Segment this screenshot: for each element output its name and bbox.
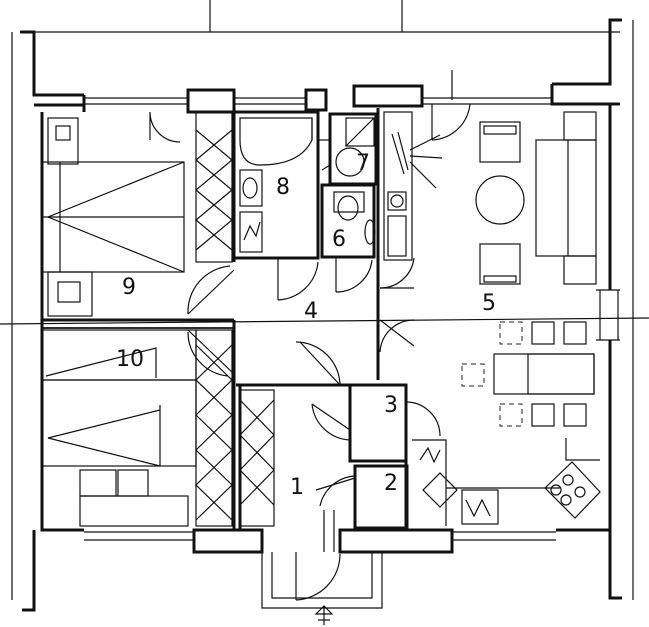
entrance-arrow-icon xyxy=(314,605,334,625)
wardrobes xyxy=(195,111,275,527)
interior-walls xyxy=(42,108,409,530)
room-label-2: 2 xyxy=(384,471,398,496)
kitchen-unit xyxy=(412,438,601,526)
room-label-4: 4 xyxy=(304,299,318,324)
room-label-5: 5 xyxy=(482,291,496,316)
living-room-furniture xyxy=(383,111,597,285)
bedroom-9-furniture xyxy=(41,117,185,317)
bathroom-fixtures xyxy=(239,117,376,253)
doors xyxy=(149,70,471,601)
room-label-8: 8 xyxy=(276,175,290,200)
outer-walls xyxy=(20,18,622,612)
room-label-10: 10 xyxy=(116,347,144,372)
room-labels: 1 2 3 4 5 6 7 8 9 10 xyxy=(116,151,496,500)
room-label-3: 3 xyxy=(384,393,398,418)
room-label-1: 1 xyxy=(290,475,304,500)
room-label-6: 6 xyxy=(332,227,346,252)
bedroom-10-furniture xyxy=(41,329,197,527)
room-label-9: 9 xyxy=(122,275,136,300)
dining-area xyxy=(461,321,595,427)
axis-lines xyxy=(0,0,649,600)
room-label-7: 7 xyxy=(356,151,370,176)
